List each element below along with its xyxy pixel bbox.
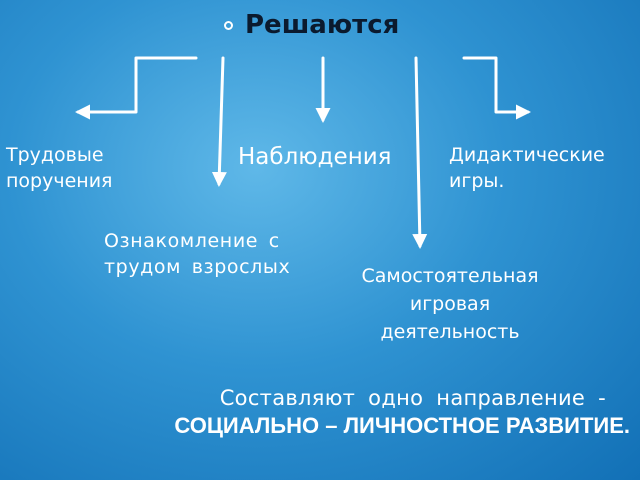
branch-didakticheskie: Дидактические игры. [449, 142, 605, 194]
snowflake-icon [551, 274, 589, 316]
connector-arrows [75, 56, 531, 249]
branch-line: деятельность [380, 321, 520, 343]
branch-line: Ознакомление с [104, 230, 280, 252]
arrow-to-samostoyatelnaya [412, 56, 428, 249]
branch-line: Самостоятельная [361, 265, 539, 287]
summary-line: Составляют одно направление - [219, 386, 606, 410]
branch-nablyudeniya: Наблюдения [238, 144, 392, 170]
arrow-to-oznakomlenie [211, 56, 227, 187]
slide-title: Решаются [245, 10, 400, 40]
branch-line: Дидактические [449, 144, 605, 166]
branch-line: игры. [449, 170, 505, 192]
summary-emphasis: СОЦИАЛЬНО – ЛИЧНОСТНОЕ РАЗВИТИЕ. [174, 413, 630, 438]
snowflake-icon [605, 435, 635, 469]
snowflake-icon [584, 232, 616, 268]
bullet-icon [224, 20, 233, 30]
arrow-to-didakticheskie [462, 56, 531, 120]
snowflake-icon [607, 60, 637, 92]
branch-line: поручения [6, 170, 113, 192]
branch-line: трудом взрослых [104, 256, 291, 278]
branch-oznakomlenie: Ознакомление с трудом взрослых [104, 228, 290, 280]
title-row: Решаются [224, 8, 399, 42]
branch-trudovye: Трудовые поручения [6, 142, 112, 194]
snowflake-icon [531, 15, 575, 65]
branch-line: Трудовые [6, 144, 104, 166]
summary: Составляют одно направление - СОЦИАЛЬНО … [20, 384, 630, 440]
branch-line: игровая [409, 293, 491, 315]
arrow-to-trudovye [75, 56, 198, 120]
branch-samostoyatelnaya: Самостоятельная игровая деятельность [343, 262, 557, 346]
